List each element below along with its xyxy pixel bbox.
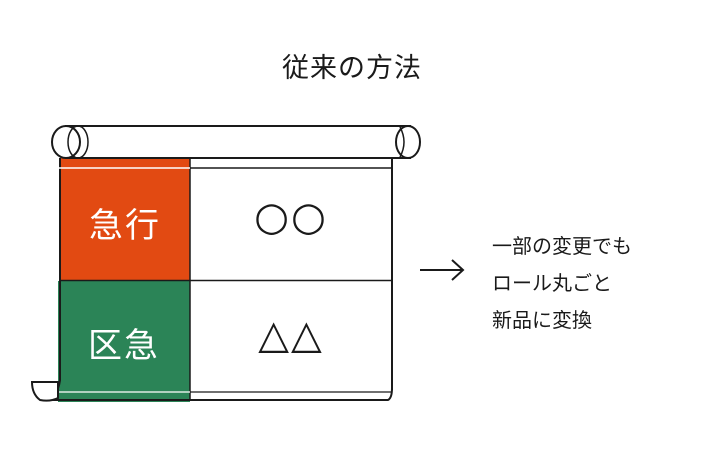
- note-line: 新品に変換: [492, 308, 592, 332]
- diagram-title: 従来の方法: [282, 53, 422, 84]
- semi-express-destination: △△: [258, 312, 324, 358]
- express-destination: ○○: [254, 194, 328, 240]
- note-line: 一部の変更でも: [492, 234, 632, 258]
- explanation-note: 一部の変更でも ロール丸ごと 新品に変換: [492, 228, 632, 339]
- top-roller: [51, 125, 421, 159]
- semi-express-panel: [58, 281, 190, 402]
- note-line: ロール丸ごと: [492, 271, 612, 295]
- express-panel: [60, 158, 190, 280]
- right-arrow-icon: [420, 259, 465, 281]
- semi-express-label: 区急: [88, 326, 160, 366]
- express-label: 急行: [89, 206, 161, 246]
- bottom-curl: [30, 381, 59, 402]
